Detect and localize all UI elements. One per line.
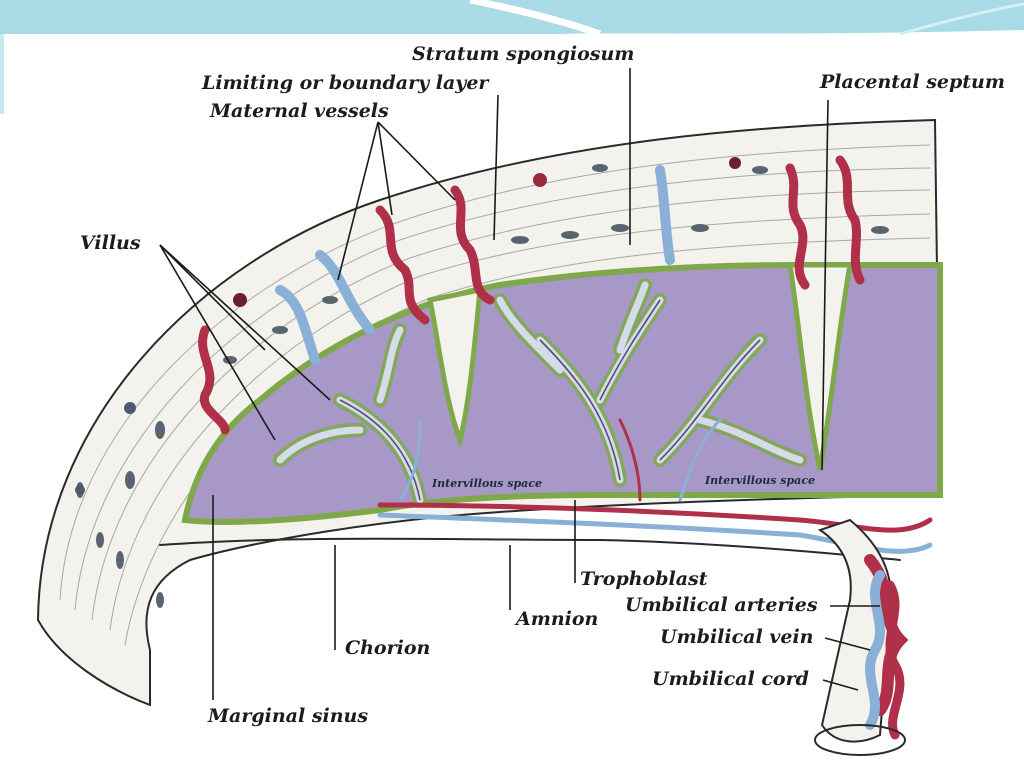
villous-trees <box>273 278 807 507</box>
label-amnion: Amnion <box>514 608 598 630</box>
label-stratum-spongiosum: Stratum spongiosum <box>412 43 634 65</box>
header-band <box>0 0 1024 114</box>
maternal-veins <box>275 165 675 365</box>
label-trophoblast: Trophoblast <box>580 568 708 590</box>
label-maternal-vessels: Maternal vessels <box>209 100 389 122</box>
label-placental-septum: Placental septum <box>819 71 1005 93</box>
label-marginal-sinus: Marginal sinus <box>207 705 368 727</box>
umbilical-cord <box>814 518 909 756</box>
label-umbilical-vein: Umbilical vein <box>660 626 813 648</box>
placental-septa <box>427 262 853 471</box>
label-intervillous-space-left: Intervillous space <box>431 477 542 490</box>
leader-lines <box>159 68 880 700</box>
label-chorion: Chorion <box>345 637 430 659</box>
label-umbilical-arteries: Umbilical arteries <box>625 594 818 616</box>
label-limiting-layer: Limiting or boundary layer <box>201 72 490 94</box>
maternal-spiral-arteries <box>198 155 865 435</box>
label-intervillous-space-right: Intervillous space <box>704 474 815 487</box>
chorionic-vessels <box>159 418 933 561</box>
label-umbilical-cord: Umbilical cord <box>652 668 809 690</box>
label-villus: Villus <box>80 232 141 254</box>
